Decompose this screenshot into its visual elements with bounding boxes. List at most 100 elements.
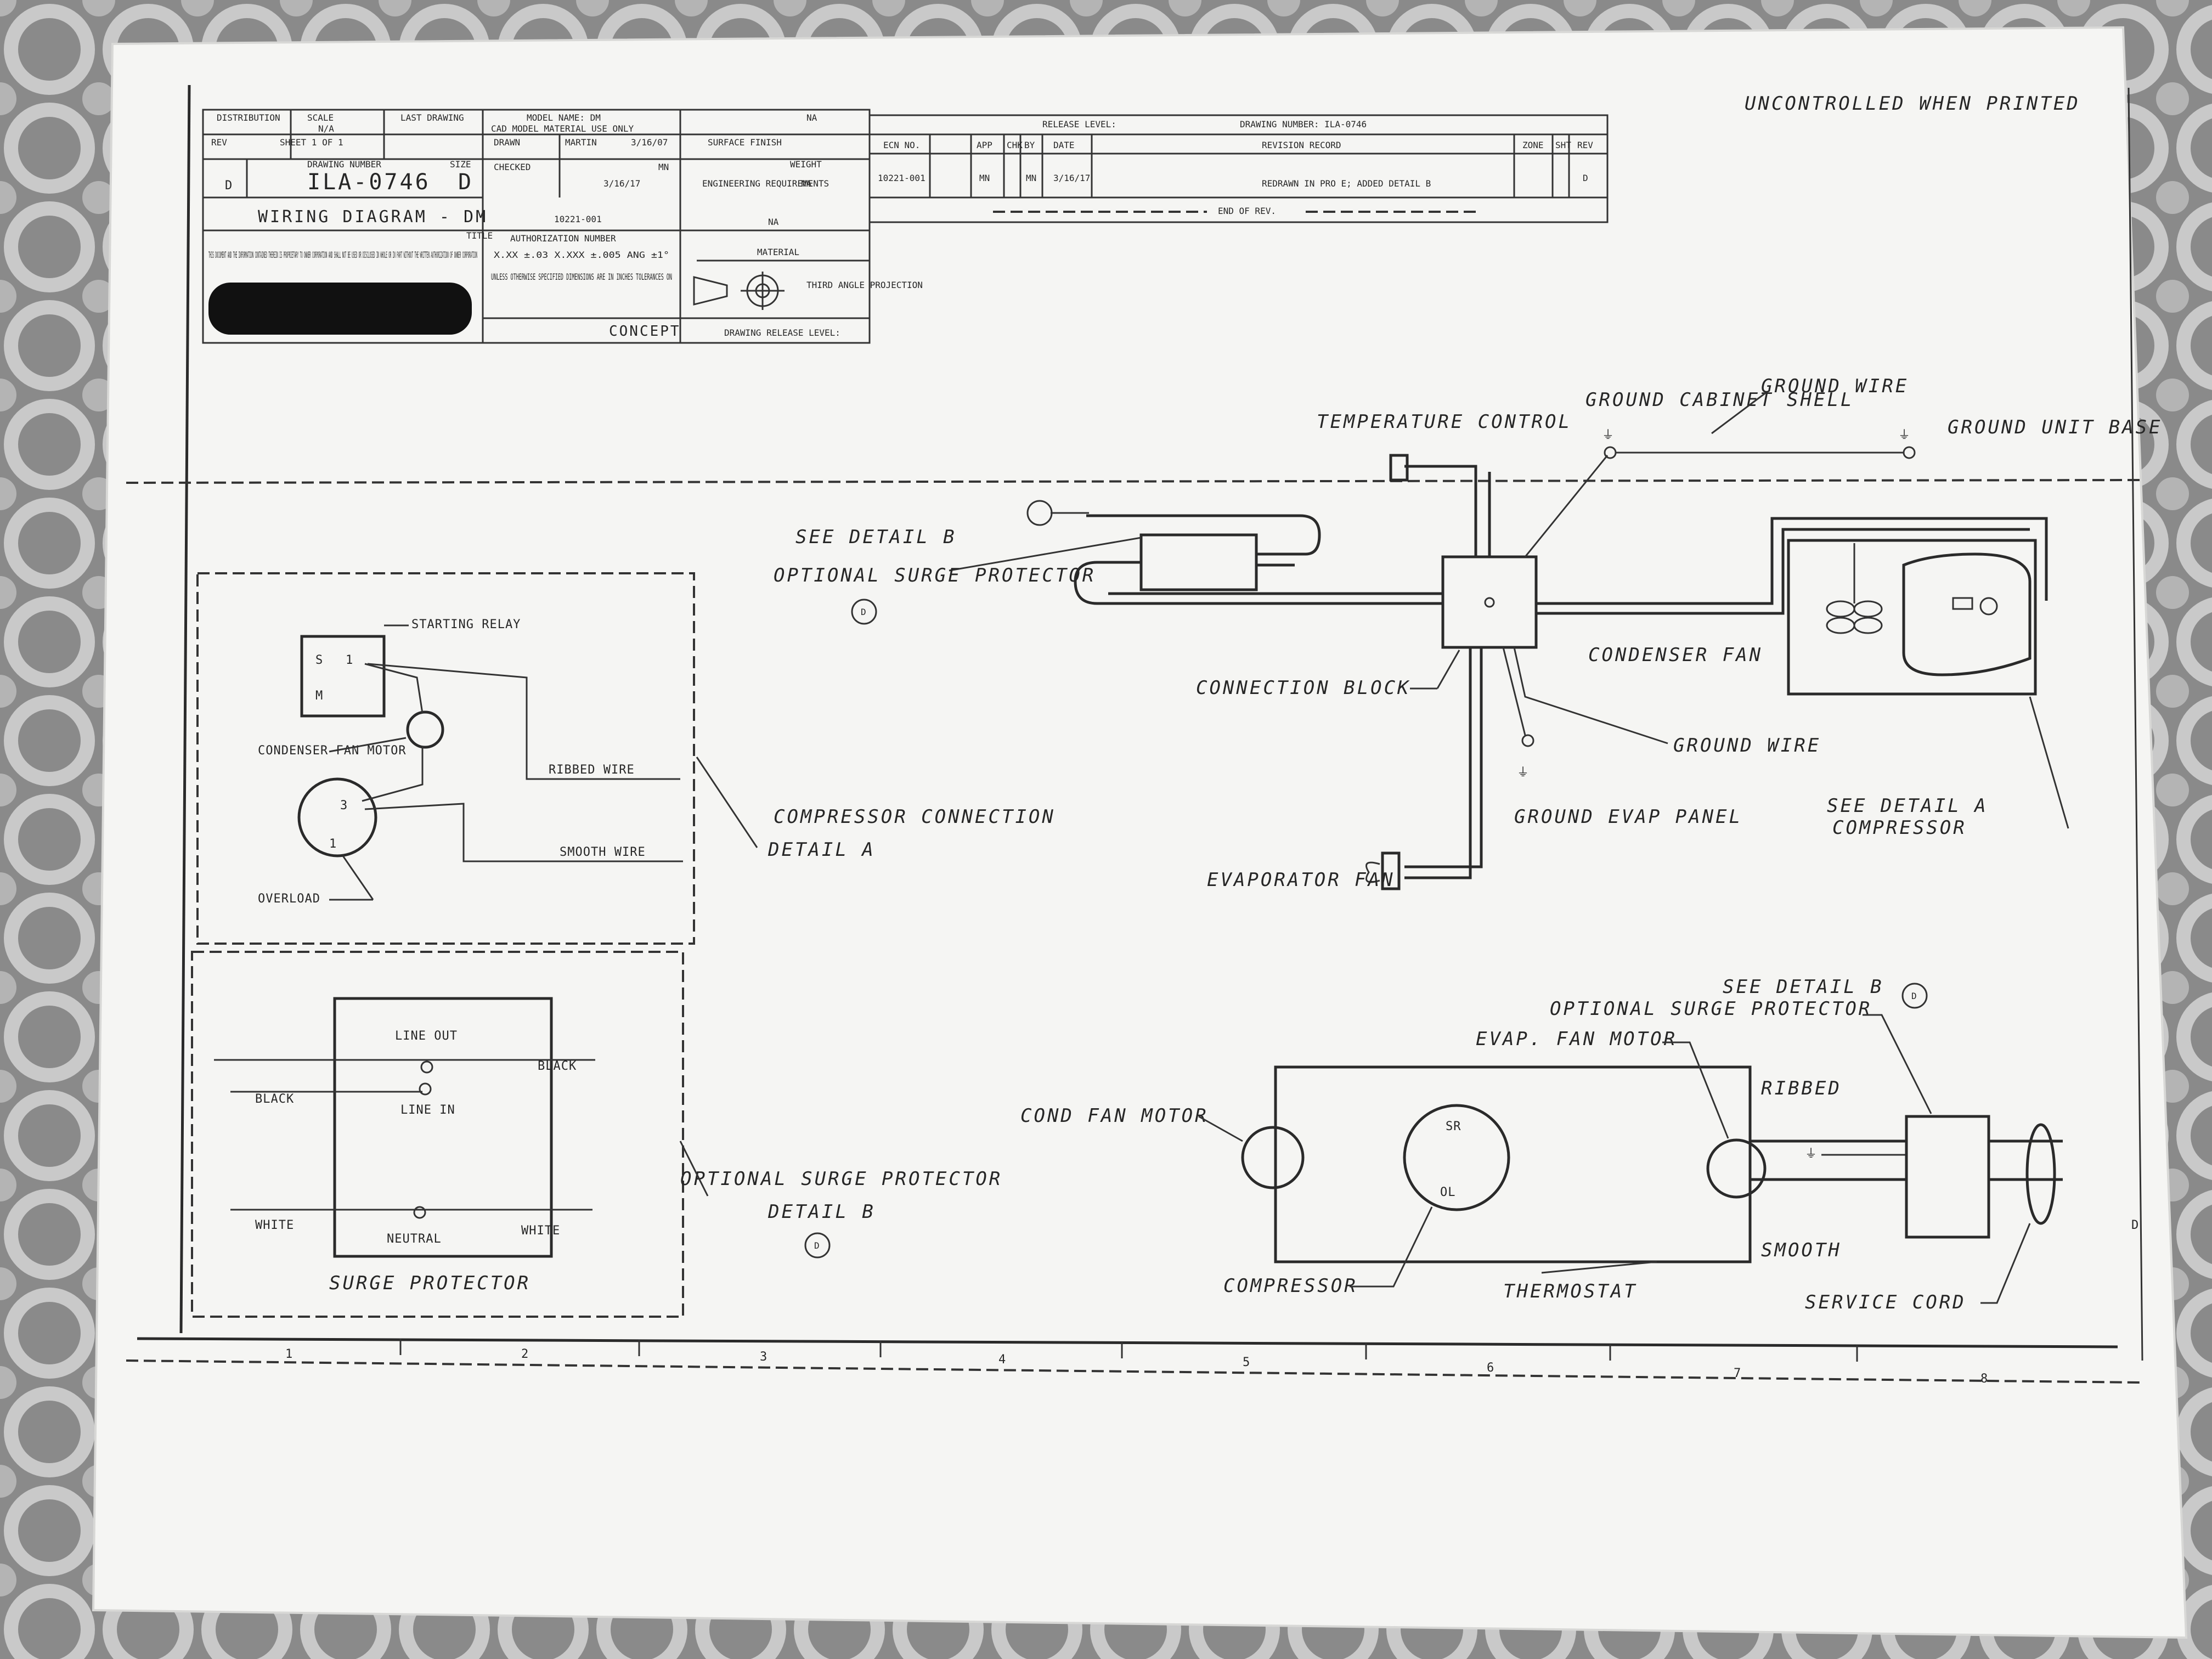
rev-row-app: MN xyxy=(979,173,990,183)
zone-8: 8 xyxy=(1980,1372,1988,1386)
optional-surge-protector-lower-label: OPTIONAL SURGE PROTECTOR xyxy=(1550,998,1872,1020)
title-block: DISTRIBUTION SCALE N/A LAST DRAWING MODE… xyxy=(202,109,923,344)
checked-label: CHECKED xyxy=(494,162,531,172)
ol-label: OL xyxy=(1440,1186,1456,1199)
thermostat-label: THERMOSTAT xyxy=(1503,1280,1638,1302)
release-level-label: DRAWING RELEASE LEVEL: xyxy=(724,328,840,338)
tolerance-note: UNLESS OTHERWISE SPECIFIED DIMENSIONS AR… xyxy=(491,272,672,282)
eng-requirements-label: ENGINEERING REQUIREMENTS xyxy=(702,178,829,189)
approved-by: MN xyxy=(658,162,669,172)
ground-wire-label: GROUND WIRE xyxy=(1673,735,1821,757)
rev-col-date: DATE xyxy=(1053,140,1075,150)
optional-surge-protector-lower xyxy=(1905,1115,1990,1239)
rev-col-sht: SHT xyxy=(1555,140,1571,150)
border-bottom-inner xyxy=(137,1337,2118,1348)
drawing-number: ILA-0746 xyxy=(307,170,431,195)
projection-symbol-icon xyxy=(693,272,785,310)
rev-row-ecn: 10221-001 xyxy=(878,173,926,183)
connection-block-label: CONNECTION BLOCK xyxy=(1196,677,1411,699)
concept-label: CONCEPT xyxy=(609,323,681,340)
ground-cabinet-shell-label: GROUND CABINET SHELL xyxy=(1585,389,1854,411)
rev-row-rev: D xyxy=(1583,173,1588,183)
detail-d-marker-lower-text: D xyxy=(814,1240,820,1251)
see-detail-a-label: SEE DETAIL A xyxy=(1827,795,1988,817)
evaporator-fan-label: EVAPORATOR FAN xyxy=(1207,869,1395,891)
tolerance-values: X.XX ±.03 X.XXX ±.005 ANG ±1° xyxy=(494,250,669,260)
compressor-terminals-icon xyxy=(297,777,377,857)
ground-evap-panel-label: GROUND EVAP PANEL xyxy=(1514,806,1742,828)
ground-wire-top-label: GROUND WIRE xyxy=(1761,375,1909,397)
rev-col-ecn: ECN NO. xyxy=(883,140,920,150)
rev-col-by: BY xyxy=(1024,140,1035,150)
smooth-label: SMOOTH xyxy=(1761,1239,1842,1261)
detail-b: DETAIL B OPTIONAL SURGE PROTECTOR D SURG… xyxy=(191,951,1000,1318)
service-cord-label: SERVICE CORD xyxy=(1805,1291,1966,1313)
material-value: NA xyxy=(768,217,779,227)
terminal-3: 3 xyxy=(340,799,348,812)
surge-protector-box xyxy=(333,997,553,1258)
detail-b-title: DETAIL B xyxy=(768,1201,876,1223)
see-detail-b-lower-label: SEE DETAIL B xyxy=(1723,976,1884,998)
last-drawing-label: LAST DRAWING xyxy=(400,112,464,123)
material-label: MATERIAL xyxy=(757,247,799,257)
lower-schematic: COND FAN MOTOR SR OL COMPRESSOR EVAP. FA… xyxy=(1020,976,2063,1313)
rev-value: D xyxy=(225,179,233,193)
zone-6: 6 xyxy=(1487,1361,1494,1375)
terminal-s: S xyxy=(315,653,323,667)
zone-2: 2 xyxy=(521,1347,529,1361)
cond-fan-motor-icon xyxy=(1241,1126,1305,1189)
detail-d-marker-upper-text: D xyxy=(861,607,866,617)
drawing-title: WIRING DIAGRAM - DM xyxy=(258,207,488,227)
detail-a-subtitle: COMPRESSOR CONNECTION xyxy=(774,806,1056,828)
line-out-label: LINE OUT xyxy=(395,1029,458,1043)
compressor-icon xyxy=(1403,1104,1510,1211)
ground-symbol-icon-base: ⏚ xyxy=(1898,428,1911,442)
drawn-label: DRAWN xyxy=(494,137,520,148)
starting-relay-label: STARTING RELAY xyxy=(411,618,521,631)
authorization-label: AUTHORIZATION NUMBER xyxy=(510,233,616,244)
condenser-compressor-box xyxy=(1787,539,2037,696)
detail-d-marker-schematic-text: D xyxy=(1911,991,1917,1001)
detail-a-title: DETAIL A xyxy=(768,839,876,861)
title-label: TITLE xyxy=(466,230,493,241)
border-right xyxy=(2128,87,2143,1361)
weight-label: WEIGHT xyxy=(790,159,822,170)
rev-col-zone: ZONE xyxy=(1522,140,1544,150)
center-line xyxy=(126,479,2140,484)
terminal-1-comp: 1 xyxy=(329,837,337,851)
main-wiring-diagram: CONNECTION BLOCK TEMPERATURE CONTROL CON… xyxy=(774,375,2163,891)
cond-fan-motor-label: COND FAN MOTOR xyxy=(1020,1105,1209,1127)
rev-release-level: RELEASE LEVEL: xyxy=(1042,119,1116,129)
rev-row-date: 3/16/17 xyxy=(1053,173,1090,183)
drawn-name: MARTIN xyxy=(565,137,597,148)
detail-d-marker-lower xyxy=(804,1232,831,1259)
ground-unit-base-label: GROUND UNIT BASE xyxy=(1948,416,2163,438)
compressor-lower-label: COMPRESSOR xyxy=(1223,1275,1358,1297)
temperature-control-label: TEMPERATURE CONTROL xyxy=(1317,411,1572,433)
surface-finish-value: NA xyxy=(806,112,817,123)
white-in-label: WHITE xyxy=(255,1218,294,1232)
border-left xyxy=(179,84,191,1334)
connection-block xyxy=(1441,555,1538,649)
service-cord-icon xyxy=(2025,1123,2056,1225)
optional-surge-protector-upper-label: OPTIONAL SURGE PROTECTOR xyxy=(774,565,1096,586)
sr-label: SR xyxy=(1446,1120,1462,1133)
drawn-date: 3/16/07 xyxy=(631,137,668,148)
line-in-label: LINE IN xyxy=(400,1103,455,1117)
drawing-number-label: DRAWING NUMBER xyxy=(307,159,381,170)
smooth-wire-label: SMOOTH WIRE xyxy=(560,845,646,859)
scale-label: SCALE xyxy=(307,112,334,123)
side-letter: D xyxy=(2131,1218,2139,1232)
neutral-label: NEUTRAL xyxy=(387,1232,442,1246)
sheet-label: SHEET 1 OF 1 xyxy=(280,137,343,148)
black-out-label: BLACK xyxy=(538,1059,577,1073)
zone-4: 4 xyxy=(998,1353,1006,1367)
condenser-fan-label: CONDENSER FAN xyxy=(1588,644,1763,666)
plug-icon xyxy=(1026,500,1053,526)
starting-relay-icon xyxy=(300,635,386,718)
compressor-label: COMPRESSOR xyxy=(1832,817,1967,839)
ground-symbol-icon-schematic: ⏚ xyxy=(1805,1147,1818,1161)
ground-symbol-icon-evap: ⏚ xyxy=(1517,766,1530,780)
